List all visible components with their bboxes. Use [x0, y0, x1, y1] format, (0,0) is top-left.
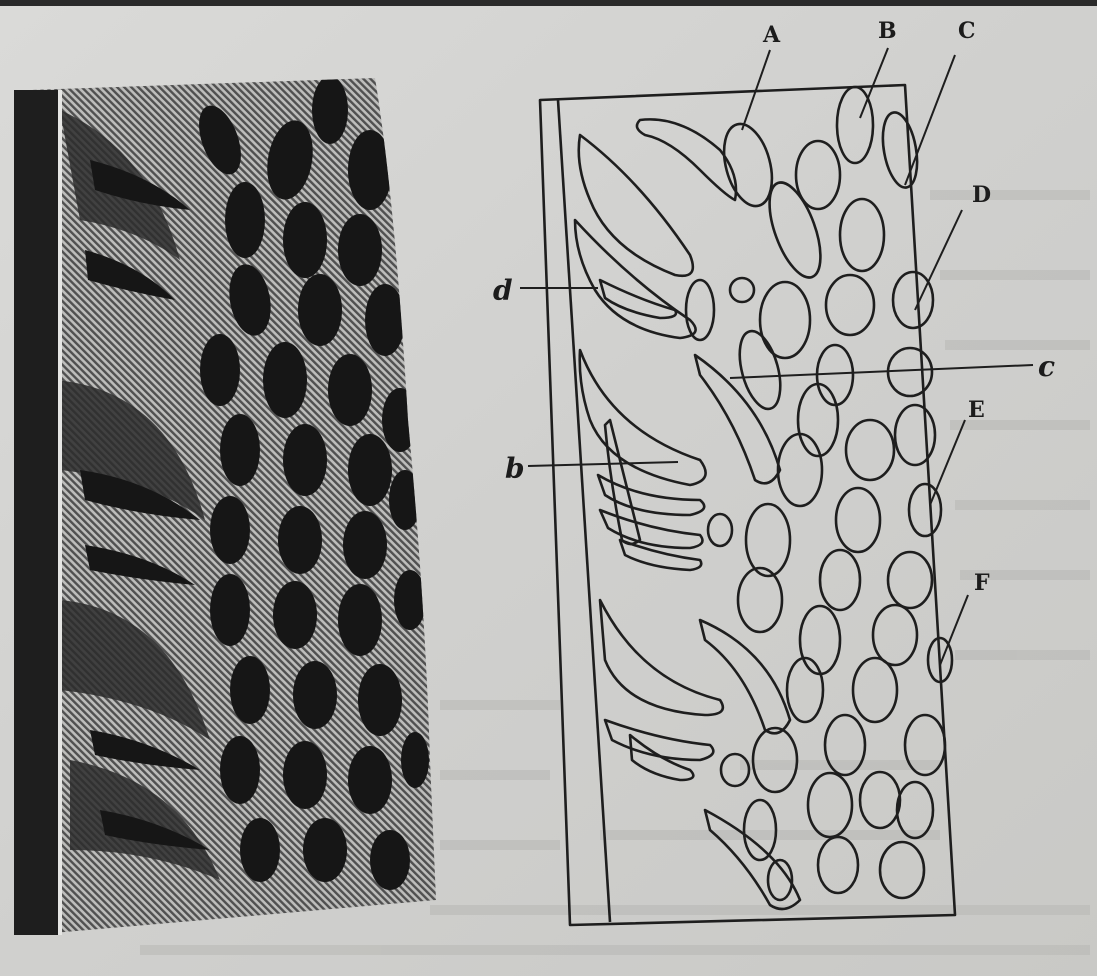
label-d: d [493, 274, 513, 307]
label-D: D [972, 182, 991, 208]
label-F: F [974, 570, 990, 596]
engraving [14, 70, 450, 950]
label-A: A [762, 22, 781, 48]
label-B: B [878, 18, 897, 44]
label-b: b [505, 452, 525, 485]
label-E: E [968, 397, 985, 423]
top-border [0, 0, 1097, 6]
label-c: c [1038, 350, 1055, 383]
label-C: C [958, 18, 976, 44]
